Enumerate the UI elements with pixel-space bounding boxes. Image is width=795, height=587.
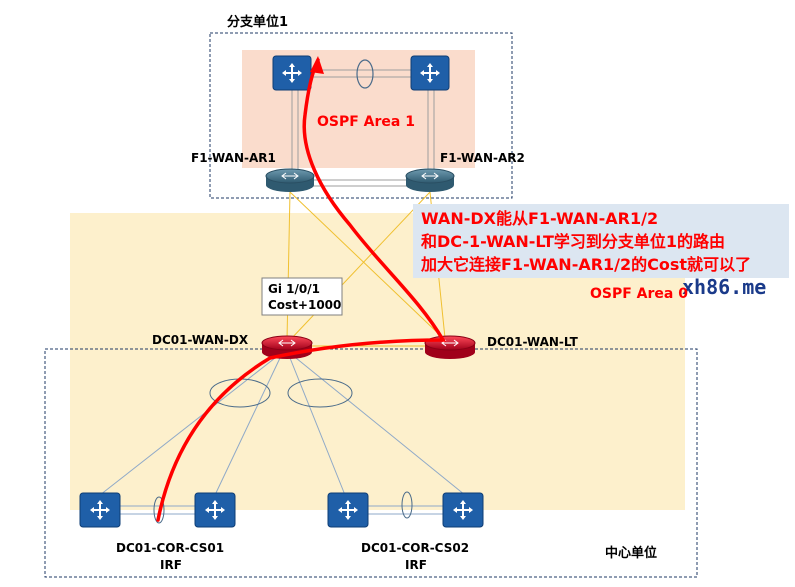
branch-lag-ellipse <box>356 59 374 89</box>
label-cs01-irf: IRF <box>160 558 182 572</box>
branch-switch-left[interactable] <box>272 55 312 91</box>
label-f1-ar1: F1-WAN-AR1 <box>191 151 276 165</box>
label-cs02-irf: IRF <box>405 558 427 572</box>
annotation-box <box>413 204 789 278</box>
label-cs02: DC01-COR-CS02 <box>361 541 469 555</box>
branch-border <box>209 32 513 199</box>
annotation-line-3: 加大它连接F1-WAN-AR1/2的Cost就可以了 <box>420 255 751 274</box>
irf-ellipse-cs02 <box>401 491 413 519</box>
center-border <box>44 348 698 578</box>
router-f1-ar1[interactable] <box>265 168 315 192</box>
label-f1-ar2: F1-WAN-AR2 <box>440 151 525 165</box>
router-arrows-icon <box>278 339 296 347</box>
core-links <box>99 357 466 515</box>
label-dc-dx: DC01-WAN-DX <box>152 333 249 347</box>
route-arrowhead <box>310 56 324 74</box>
area0-label: OSPF Area 0 <box>590 286 688 302</box>
interface-cost: Cost+1000 <box>268 298 341 312</box>
router-f1-ar2[interactable] <box>405 168 455 192</box>
irf-ellipse-cs01 <box>153 496 165 524</box>
area1-label: OSPF Area 1 <box>317 114 415 130</box>
label-cs01: DC01-COR-CS01 <box>116 541 224 555</box>
core-switch-cs01-a[interactable] <box>79 492 121 528</box>
core-switch-cs01-b[interactable] <box>194 492 236 528</box>
annotation-line-2: 和DC-1-WAN-LT学习到分支单位1的路由 <box>421 232 725 251</box>
annotation-line-1: WAN-DX能从F1-WAN-AR1/2 <box>421 209 658 228</box>
core-switch-cs02-b[interactable] <box>442 492 484 528</box>
router-arrows-icon <box>281 172 299 180</box>
center-title: 中心单位 <box>605 545 657 561</box>
router-arrows-icon <box>421 172 439 180</box>
branch-switch-right[interactable] <box>410 55 450 91</box>
interface-box <box>261 277 343 316</box>
interface-name: Gi 1/0/1 <box>268 282 320 296</box>
branch-title: 分支单位1 <box>227 14 288 30</box>
lag-ellipse-right <box>287 378 353 408</box>
label-dc-lt: DC01-WAN-LT <box>487 335 579 349</box>
core-switch-cs02-a[interactable] <box>327 492 369 528</box>
branch-links <box>291 69 435 187</box>
route-path <box>156 58 447 522</box>
watermark: xh86.me <box>682 275 766 299</box>
